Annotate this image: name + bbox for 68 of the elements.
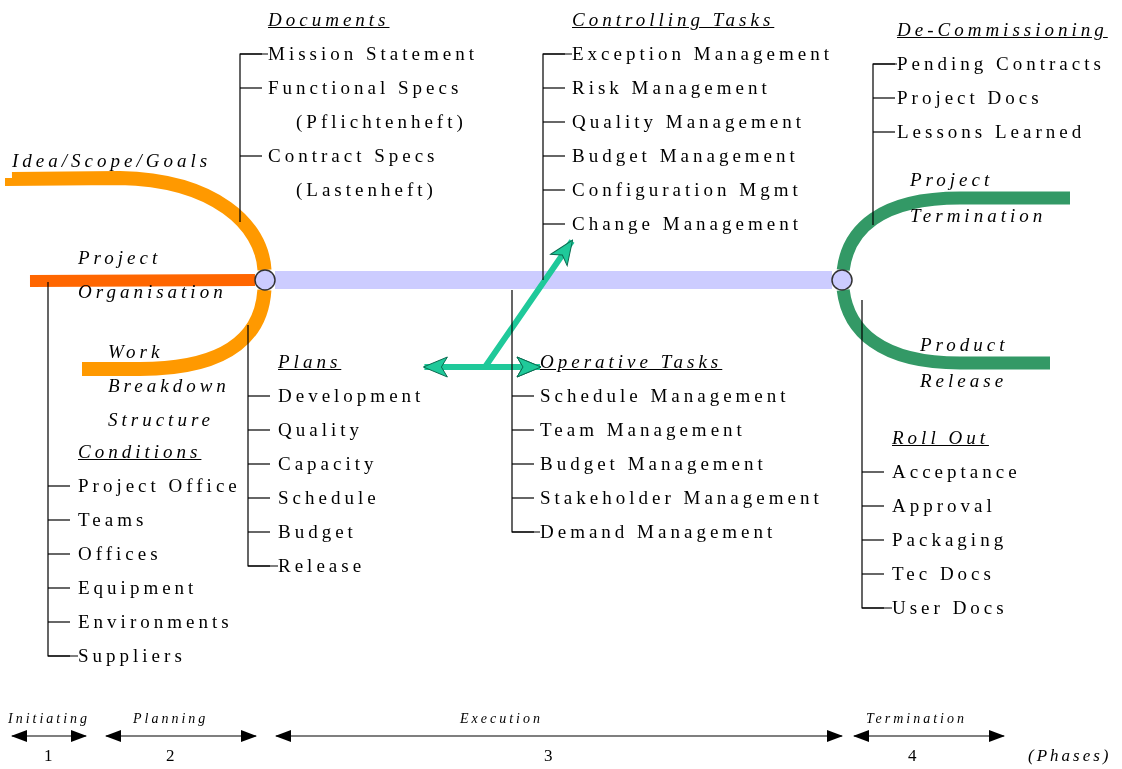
list-item: Teams [78, 508, 149, 532]
branch-label: Work Breakdown Structure [108, 335, 248, 437]
list-item: Budget [278, 520, 358, 544]
phase-label: Initiating [8, 711, 91, 727]
phase-number: 1 [44, 746, 56, 766]
list-item: Risk Management [572, 76, 772, 100]
group-heading: De-Commissioning [897, 18, 1108, 42]
branch-label: Project Termination [910, 162, 1070, 234]
list-item: Schedule [278, 486, 381, 510]
connector-line [836, 288, 1050, 370]
group-heading: Operative Tasks [540, 350, 723, 374]
list-item: Mission Statement [268, 42, 479, 66]
group-heading: Roll Out [892, 426, 989, 450]
branch-label: Product Release [920, 327, 1050, 399]
connector-line [872, 63, 898, 226]
list-item: Acceptance [892, 460, 1021, 484]
list-item: Stakeholder Management [540, 486, 823, 510]
list-item: Approval [892, 494, 997, 518]
junction-circle [254, 269, 276, 291]
group-heading: Documents [268, 8, 390, 32]
list-item: Functional Specs (Pflichtenheft) [268, 76, 468, 134]
phase-number: 4 [908, 746, 920, 766]
phase-label: Planning [133, 711, 209, 727]
axis-note: (Phases) [1028, 746, 1112, 766]
connector-line [239, 53, 269, 223]
list-item: Budget Management [572, 144, 800, 168]
group-heading: Controlling Tasks [572, 8, 775, 32]
list-item: Contract Specs (Lastenheft) [268, 144, 440, 202]
list-item: Packaging [892, 528, 1009, 552]
group-heading: Plans [278, 350, 342, 374]
list-item: Budget Management [540, 452, 768, 476]
list-item: Development [278, 384, 425, 408]
list-item: Project Docs [897, 86, 1044, 110]
list-item: Suppliers [78, 644, 187, 668]
list-item: Tec Docs [892, 562, 996, 586]
branch-label: Project Organisation [78, 241, 243, 309]
connector-line [861, 299, 893, 609]
list-item: Team Management [540, 418, 747, 442]
connector-line [5, 171, 272, 271]
list-item: Demand Management [540, 520, 778, 544]
list-item: Configuration Mgmt [572, 178, 803, 202]
phase-label: Execution [460, 711, 543, 727]
list-item: Environments [78, 610, 234, 634]
list-item: Schedule Management [540, 384, 791, 408]
junction-circle [831, 269, 853, 291]
branch-label: Idea/Scope/Goals [12, 144, 244, 178]
connector-line [836, 191, 1070, 272]
list-item: Quality Management [572, 110, 806, 134]
list-item: Change Management [572, 212, 803, 236]
connector-line [542, 53, 573, 281]
connector-line [511, 289, 541, 533]
list-item: Offices [78, 542, 163, 566]
list-item: Exception Management [572, 42, 833, 66]
phase-number: 3 [544, 746, 556, 766]
list-item: Project Office [78, 474, 241, 498]
group-heading: Conditions [78, 440, 202, 464]
phase-number: 2 [166, 746, 178, 766]
list-item: Release [278, 554, 367, 578]
connector-line [247, 324, 279, 567]
list-item: Equipment [78, 576, 199, 600]
list-item: Pending Contracts [897, 52, 1106, 76]
list-item: Lessons Learned [897, 120, 1087, 144]
list-item: Quality [278, 418, 364, 442]
list-item: Capacity [278, 452, 379, 476]
phase-label: Termination [866, 711, 967, 727]
list-item: User Docs [892, 596, 1009, 620]
connector-line [275, 271, 832, 289]
connector-line [47, 281, 79, 657]
